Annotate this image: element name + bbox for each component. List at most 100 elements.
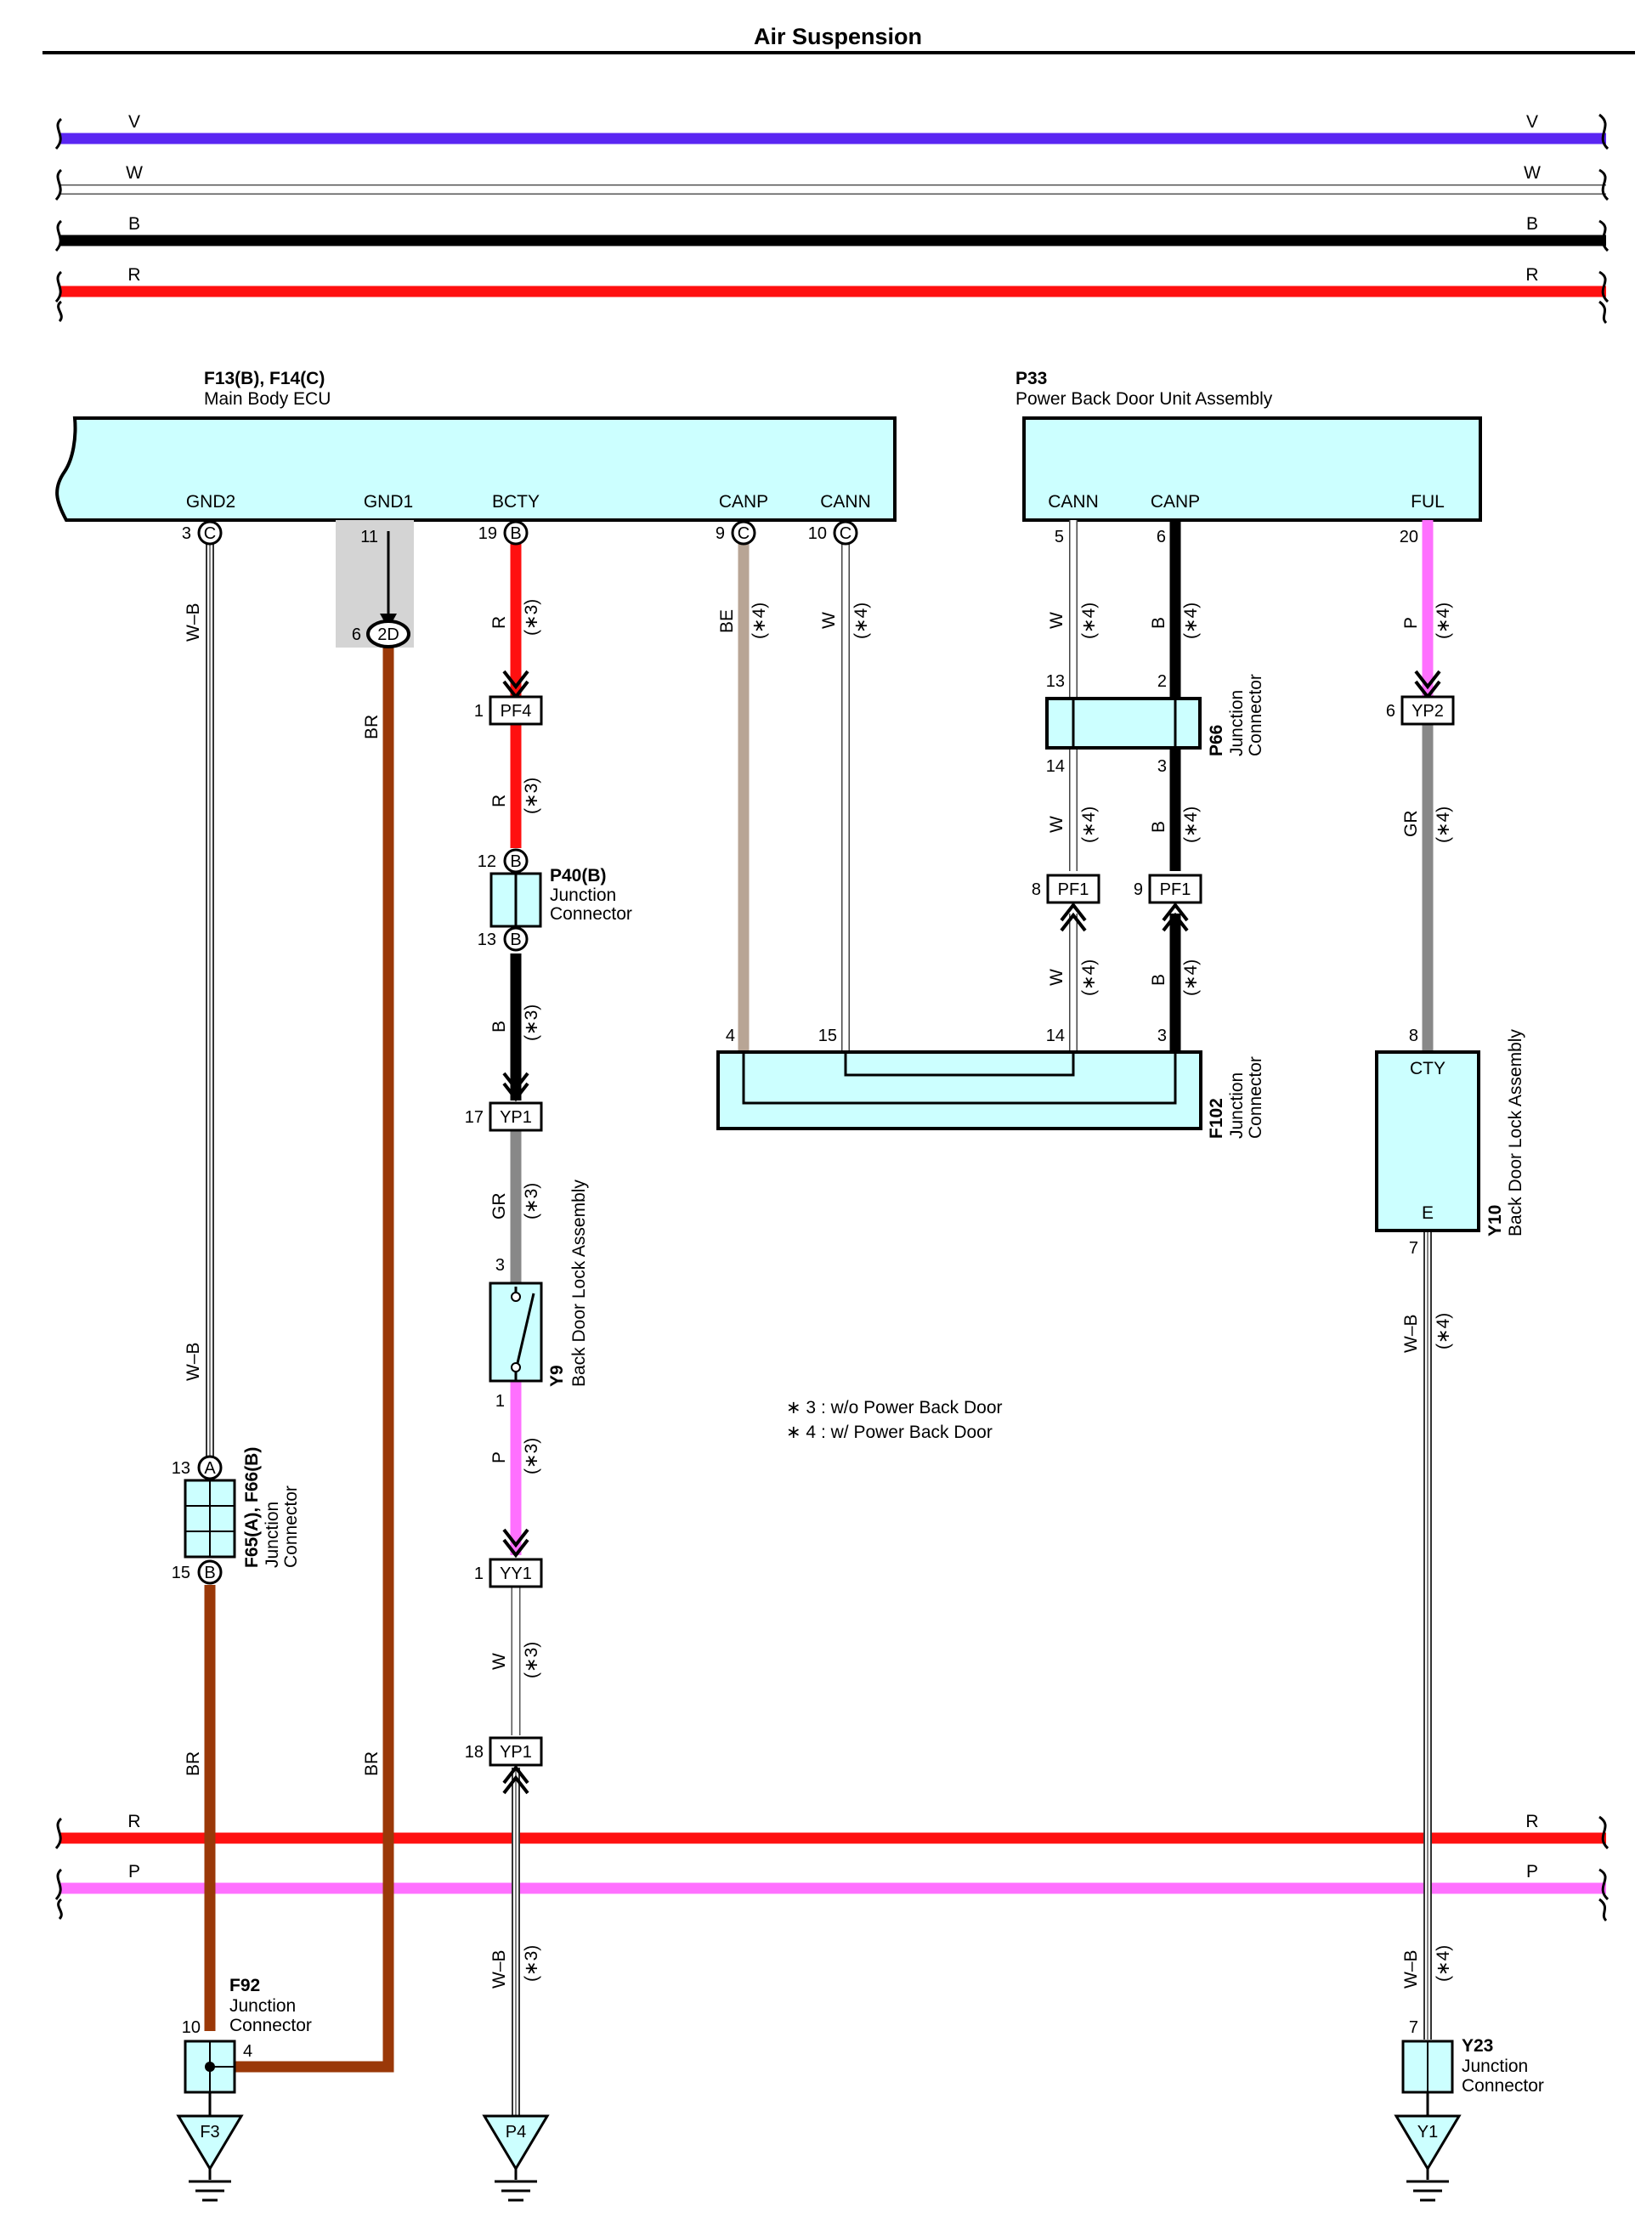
wire-label-wb-1: W–B (184, 603, 203, 642)
connector-pf1-9: PF1 9 (1134, 874, 1202, 932)
f92-line1: Junction (229, 1996, 296, 2016)
connector-yy1-pin: 1 (474, 1564, 484, 1583)
bus-label-r-left: R (127, 265, 140, 285)
p33-pin-cann-number: 5 (1055, 528, 1064, 546)
ecu-terminal-gnd1: GND1 (364, 492, 413, 512)
bus-label-r-right: R (1525, 265, 1538, 285)
wire-label-wb-3: W–B (489, 1949, 509, 1989)
wire-label-p-2: P (1401, 617, 1421, 629)
bus-bottom-label-r-left: R (127, 1812, 140, 1831)
svg-text:A: A (204, 1459, 216, 1478)
f102-line2: Connector (1246, 1056, 1265, 1139)
y10-pin-7: 7 (1409, 1239, 1418, 1258)
bus-bottom-break-left (54, 1817, 63, 1921)
svg-text:YY1: YY1 (500, 1564, 532, 1583)
f102-line1: Junction (1227, 1072, 1247, 1139)
wire-star4-6: (∗4) (1181, 603, 1201, 639)
p33-pin-ful-number: 20 (1400, 528, 1418, 546)
f102-pin-14: 14 (1046, 1027, 1065, 1045)
bus-bottom-break-right (1598, 1815, 1610, 1922)
wire-star3-5: (∗3) (522, 1438, 541, 1474)
wire-label-br-2: BR (362, 715, 382, 739)
p66-pin-14: 14 (1046, 757, 1065, 776)
wire-gnd1-br (225, 648, 394, 2073)
wire-label-r-2: R (489, 795, 509, 807)
connector-pf4: PF4 1 (474, 670, 543, 726)
y9-code: Y9 (547, 1365, 567, 1387)
f65-line2: Connector (281, 1485, 301, 1568)
connector-yp2-pin: 6 (1386, 702, 1395, 721)
wire-star3-1: (∗3) (522, 599, 541, 636)
p40-pin-13: 13 (478, 931, 496, 949)
wire-label-r-1: R (489, 616, 509, 629)
component-y10: CTY E 8 7 Y10 Back Door Lock Assembly (1375, 1027, 1525, 1258)
connector-yy1: YY1 1 (474, 1528, 543, 1588)
svg-text:F3: F3 (200, 2123, 219, 2142)
switch-y9: 3 1 Y9 Back Door Lock Assembly (489, 1180, 589, 1411)
wire-star3-6: (∗3) (522, 1642, 541, 1678)
ecu-pin-cann-number: 10 (808, 524, 827, 543)
f65-line1: Junction (263, 1502, 282, 1568)
bus-bottom-label-p-left: P (128, 1862, 140, 1881)
svg-text:P4: P4 (506, 2123, 526, 2142)
y10-terminal-e: E (1422, 1203, 1434, 1223)
p66-code: P66 (1207, 725, 1226, 756)
connector-yp1-18: YP1 18 (465, 1736, 543, 1795)
y10-name: Back Door Lock Assembly (1506, 1029, 1525, 1236)
splice-pin-out: 6 (352, 625, 361, 644)
f92-line2: Connector (229, 2016, 312, 2035)
wire-star4-5: (∗4) (1079, 959, 1099, 996)
ecu-name: Main Body ECU (204, 389, 331, 409)
svg-text:YP1: YP1 (500, 1743, 532, 1762)
y23-line1: Junction (1462, 2057, 1528, 2076)
svg-text:B: B (204, 1564, 215, 1582)
power-back-door-unit: P33 Power Back Door Unit Assembly CANN C… (1016, 369, 1482, 522)
svg-text:PF1: PF1 (1160, 880, 1191, 899)
wire-label-b-2: B (1149, 617, 1168, 629)
main-body-ecu: F13(B), F14(C) Main Body ECU GND2 GND1 B… (55, 369, 897, 522)
ecu-pin-gnd2: C 3 (182, 520, 223, 546)
svg-text:B: B (510, 524, 521, 543)
ecu-terminal-gnd2: GND2 (186, 492, 235, 512)
p33-code: P33 (1016, 369, 1047, 388)
wire-label-br-3: BR (362, 1751, 382, 1776)
bus-bottom-label-r-right: R (1525, 1812, 1538, 1831)
bus-bottom-label-p-right: P (1526, 1862, 1538, 1881)
bus-label-w-right: W (1524, 163, 1541, 183)
wire-star4-9: (∗4) (1434, 603, 1453, 639)
p33-pin-canp-number: 6 (1157, 528, 1166, 546)
wire-label-w-2: W (819, 612, 839, 629)
wire-label-br-1: BR (184, 1751, 203, 1776)
svg-text:YP1: YP1 (500, 1108, 532, 1127)
wire-label-w-3: W (1047, 612, 1066, 629)
wire-label-w-5: W (1047, 969, 1066, 986)
p33-box (1022, 416, 1482, 522)
wire-star4-2: (∗4) (851, 603, 871, 639)
wire-label-p-1: P (489, 1451, 509, 1463)
connector-yp1-17: YP1 17 (465, 1072, 543, 1132)
wire-label-wb-5: W–B (1401, 1949, 1421, 1989)
f92-pin-10: 10 (182, 2018, 201, 2037)
wire-star4-10: (∗4) (1434, 806, 1453, 843)
p40-pin-12: 12 (478, 852, 496, 871)
svg-text:PF1: PF1 (1058, 880, 1089, 899)
wire-star4-8: (∗4) (1181, 959, 1201, 996)
f102-pin-4: 4 (726, 1027, 735, 1045)
wire-star4-12: (∗4) (1434, 1945, 1453, 1982)
svg-text:C: C (738, 524, 750, 543)
ecu-pin-bcty: B 19 (478, 520, 529, 546)
wire-star4-3: (∗4) (1079, 603, 1099, 639)
f92-code: F92 (229, 1976, 260, 1995)
connector-yp1-18-pin: 18 (465, 1743, 484, 1762)
ecu-terminal-bcty: BCTY (492, 492, 540, 512)
f102-pin-15: 15 (818, 1027, 837, 1045)
top-bus: V V W W B B R R (54, 112, 1610, 325)
wire-label-be: BE (717, 609, 737, 633)
p66-line1: Junction (1227, 690, 1247, 756)
wire-star4-7: (∗4) (1181, 806, 1201, 843)
y23-pin-7: 7 (1409, 2018, 1418, 2037)
wire-star4-1: (∗4) (750, 603, 769, 639)
ecu-pin-canp-number: 9 (716, 524, 725, 543)
connector-pf1-8: PF1 8 (1032, 874, 1100, 932)
ecu-terminal-canp: CANP (719, 492, 768, 512)
